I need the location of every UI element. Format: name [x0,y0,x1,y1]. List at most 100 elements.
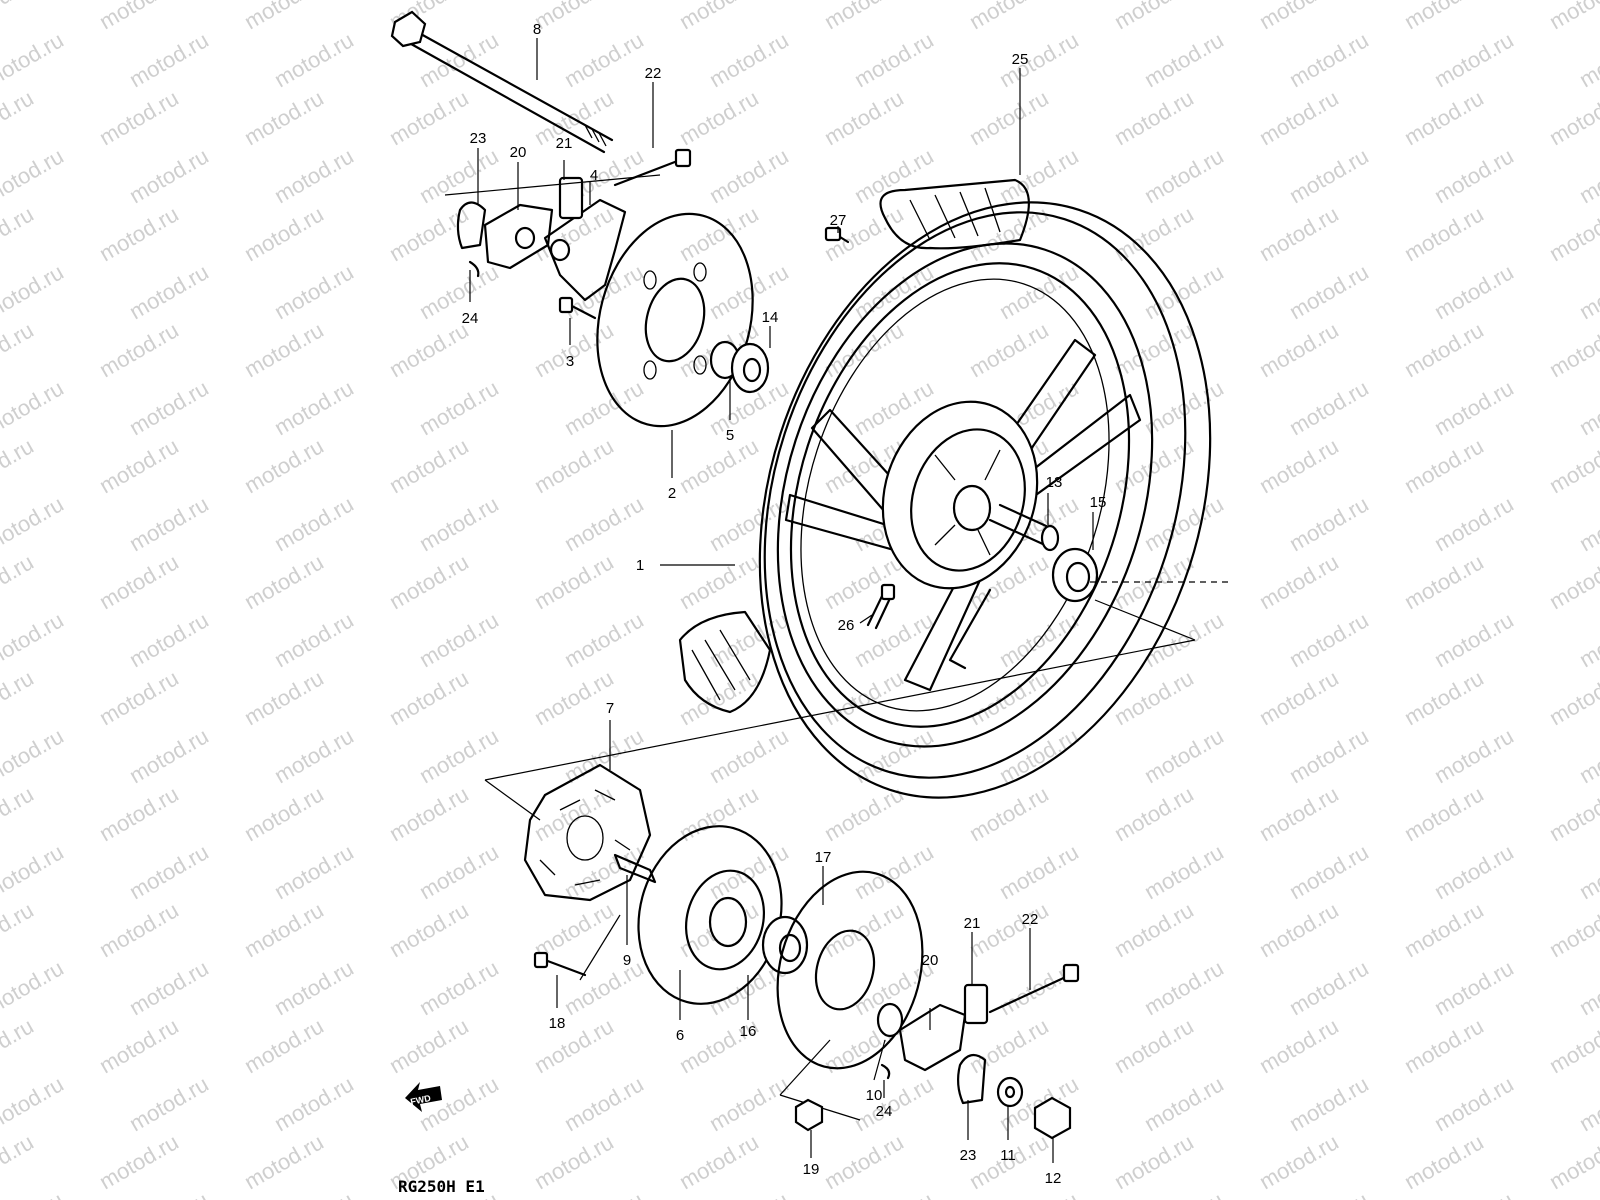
watermark-text: motod.ru [95,549,183,614]
watermark-text: motod.ru [850,1071,938,1136]
watermark-text: motod.ru [1255,549,1343,614]
watermark-text: motod.ru [0,143,68,208]
watermark-text: motod.ru [240,781,328,846]
watermark-text: motod.ru [385,665,473,730]
watermark-text: motod.ru [530,781,618,846]
watermark-text: motod.ru [240,549,328,614]
watermark-text: motod.ru [965,85,1053,150]
watermark-text: motod.ru [0,317,38,382]
callout-6: 6 [676,1027,684,1044]
callout-23b: 23 [960,1147,977,1164]
callout-16: 16 [740,1023,757,1040]
watermark-text: motod.ru [850,27,938,92]
watermark-text: motod.ru [0,839,68,904]
watermark-text: motod.ru [705,723,793,788]
watermark-text: motod.ru [820,549,908,614]
watermark-text: motod.ru [995,723,1083,788]
watermark-text: motod.ru [1285,491,1373,556]
watermark-text: motod.ru [1110,1013,1198,1078]
watermark-text: motod.ru [1545,549,1600,614]
watermark-text: motod.ru [0,201,38,266]
callout-18: 18 [549,1015,566,1032]
watermark-text: motod.ru [965,781,1053,846]
callout-22b: 22 [1022,911,1039,928]
callout-4: 4 [590,167,598,184]
watermark-text: motod.ru [1575,491,1600,556]
watermark-text: motod.ru [240,897,328,962]
watermark-text: motod.ru [0,955,68,1020]
watermark-text: motod.ru [560,491,648,556]
watermark-text: motod.ru [385,85,473,150]
watermark-text: motod.ru [1140,1071,1228,1136]
watermark-text: motod.ru [270,491,358,556]
callout-7: 7 [606,700,614,717]
watermark-text: motod.ru [995,839,1083,904]
clip-part-24 [468,260,480,278]
watermark-text: motod.ru [1255,433,1343,498]
watermark-text: motod.ru [1285,839,1373,904]
watermark-text: motod.ru [1255,781,1343,846]
watermark-text: motod.ru [675,433,763,498]
axle-part-8 [390,10,614,154]
watermark-text: motod.ru [0,85,38,150]
callout-8: 8 [533,21,541,38]
watermark-text: motod.ru [240,85,328,150]
watermark-text: motod.ru [1255,1013,1343,1078]
watermark-text: motod.ru [270,259,358,324]
watermark-text: motod.ru [1575,839,1600,904]
watermark-text: motod.ru [125,259,213,324]
watermark-text: motod.ru [1110,781,1198,846]
caliper-bracket-part-4 [543,198,627,302]
watermark-text: motod.ru [125,27,213,92]
watermark-text: motod.ru [820,0,908,34]
callout-20: 20 [510,144,527,161]
watermark-text: motod.ru [560,1187,648,1200]
watermark-text: motod.ru [415,839,503,904]
watermark-text: motod.ru [995,27,1083,92]
watermark-text: motod.ru [705,839,793,904]
clip-part-24-lower [880,1063,891,1080]
callout-21: 21 [556,135,573,152]
watermark-text: motod.ru [1110,0,1198,34]
watermark-text: motod.ru [1255,897,1343,962]
watermark-text: motod.ru [240,201,328,266]
watermark-text: motod.ru [95,85,183,150]
watermark-text: motod.ru [415,259,503,324]
watermark-text: motod.ru [1110,897,1198,962]
watermark-text: motod.ru [1400,549,1488,614]
bolt-part-22-lower [988,963,1080,1014]
callouts: 8 22 25 23 20 21 4 27 24 3 14 5 2 1 13 1… [462,21,1107,1187]
watermark-text: motod.ru [560,955,648,1020]
watermark-text: motod.ru [125,375,213,440]
forward-arrow-icon: FWD [405,1082,442,1112]
watermark-text: motod.ru [1110,665,1198,730]
callout-10: 10 [866,1087,883,1104]
watermark-text: motod.ru [675,1129,763,1194]
watermark-text: motod.ru [270,375,358,440]
adjuster-part-20-lower [898,1003,967,1072]
watermark-text: motod.ru [95,317,183,382]
watermark-text: motod.ru [95,433,183,498]
bolt-part-22 [613,148,692,187]
watermark-text: motod.ru [1255,665,1343,730]
callout-14: 14 [762,309,779,326]
watermark-text: motod.ru [385,1013,473,1078]
watermark-text: motod.ru [270,1187,358,1200]
watermark-text: motod.ru [385,317,473,382]
watermark-text: motod.ru [1430,491,1518,556]
watermark-text: motod.ru [125,839,213,904]
callout-1: 1 [636,557,644,574]
watermark-text: motod.ru [0,665,38,730]
watermark-text: motod.ru [415,143,503,208]
watermark-text: motod.ru [1430,143,1518,208]
callout-19: 19 [803,1161,820,1178]
watermark-text: motod.ru [1400,1129,1488,1194]
watermark-text: motod.ru [0,781,38,846]
callout-3: 3 [566,353,574,370]
watermark-text: motod.ru [1430,375,1518,440]
brake-disc-part-2 [596,212,754,428]
watermark-text: motod.ru [675,201,763,266]
watermark-text: motod.ru [0,723,68,788]
watermark-text: motod.ru [1285,955,1373,1020]
watermark-text: motod.ru [1545,317,1600,382]
